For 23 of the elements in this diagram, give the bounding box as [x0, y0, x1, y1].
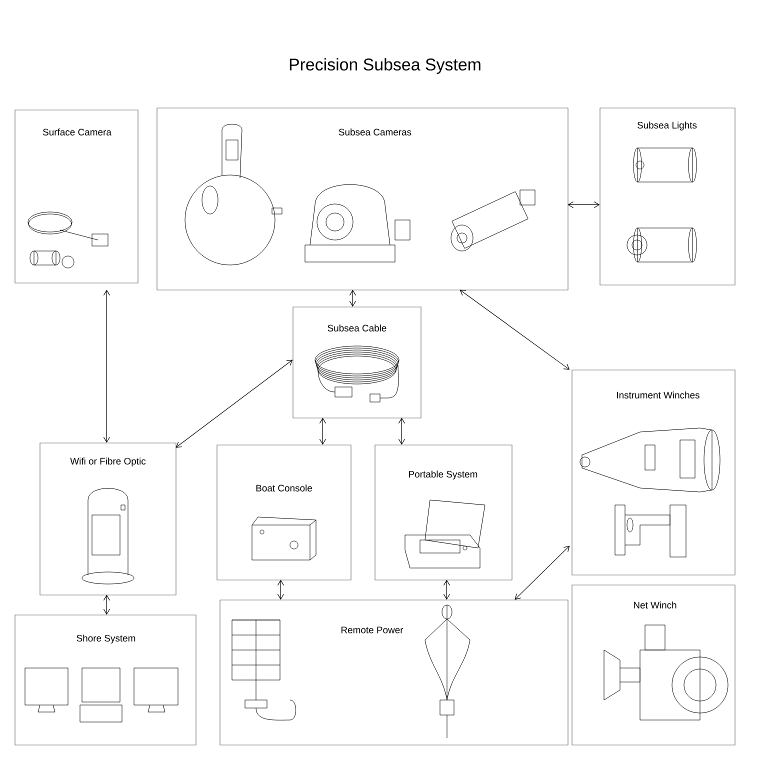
component-box: Wifi or Fibre Optic — [40, 442, 176, 596]
component-box: Shore System — [14, 614, 196, 746]
arrow — [460, 290, 570, 370]
component-box: Surface Camera — [14, 110, 138, 284]
arrow — [349, 290, 356, 307]
component-box: Subsea Cameras — [156, 108, 568, 290]
arrow — [176, 360, 293, 448]
arrow — [103, 594, 110, 615]
component-box: Subsea Lights — [600, 108, 736, 286]
arrow — [568, 201, 600, 208]
arrow — [443, 580, 450, 600]
arrow — [277, 580, 284, 600]
arrow — [514, 546, 570, 600]
component-box: Remote Power — [220, 600, 568, 746]
diagram-title: Precision Subsea System — [290, 58, 480, 74]
component-box: Subsea Cable — [292, 306, 422, 418]
component-box: Portable System — [374, 444, 512, 580]
component-box: Instrument Winches — [572, 370, 736, 576]
arrow — [319, 418, 326, 445]
component-box: Net Winch — [572, 584, 736, 746]
arrow — [103, 290, 110, 443]
component-box: Boat Console — [216, 444, 352, 580]
arrow — [398, 418, 405, 445]
